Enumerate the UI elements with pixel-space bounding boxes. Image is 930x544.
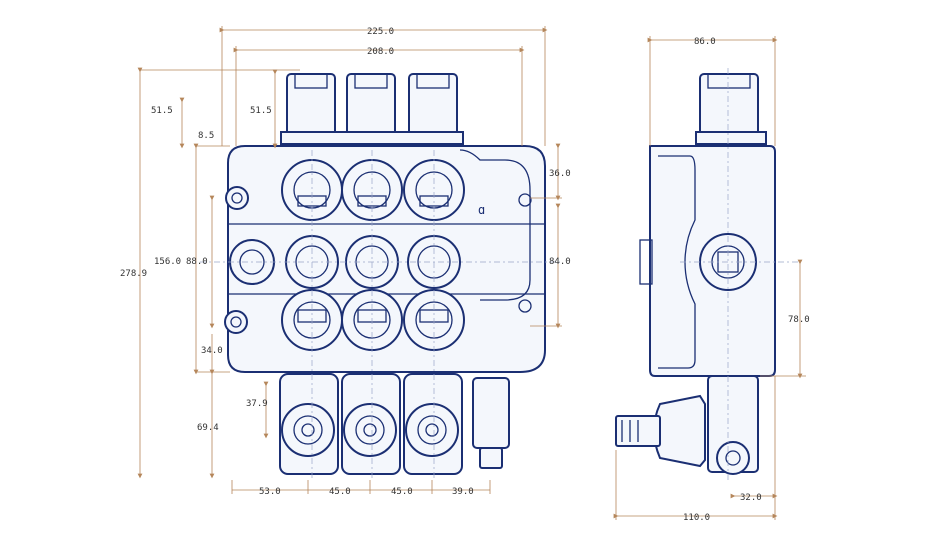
dim-37-9: 37.9 (246, 399, 268, 409)
dim-278-9: 278.9 (120, 269, 147, 279)
front-dimensions (137, 26, 562, 494)
handle-caps (280, 73, 464, 145)
dim-39: 39.0 (452, 487, 474, 497)
dim-78: 78.0 (788, 315, 810, 325)
dim-208: 208.0 (367, 47, 394, 57)
dim-45-a: 45.0 (329, 487, 351, 497)
dim-51-5-right: 51.5 (250, 106, 272, 116)
dim-69-4: 69.4 (197, 423, 219, 433)
dim-88: 88.0 (186, 257, 208, 267)
front-view: ɑ (120, 26, 571, 497)
dim-110: 110.0 (683, 513, 710, 523)
dim-45-b: 45.0 (391, 487, 413, 497)
dim-86: 86.0 (694, 37, 716, 47)
dim-32: 32.0 (740, 493, 762, 503)
dim-84: 84.0 (549, 257, 571, 267)
dim-225: 225.0 (367, 27, 394, 37)
dim-8-5: 8.5 (198, 131, 214, 141)
dim-51-5-left: 51.5 (151, 106, 173, 116)
side-view: 86.0 78.0 32.0 110.0 (613, 36, 810, 523)
dim-156: 156.0 (154, 257, 181, 267)
mounting-holes (224, 186, 532, 334)
dim-53: 53.0 (259, 487, 281, 497)
bottom-outlets (279, 373, 510, 475)
marking-symbol: ɑ (478, 203, 485, 217)
dim-36: 36.0 (549, 169, 571, 179)
dim-34: 34.0 (201, 346, 223, 356)
centerlines (200, 150, 560, 480)
